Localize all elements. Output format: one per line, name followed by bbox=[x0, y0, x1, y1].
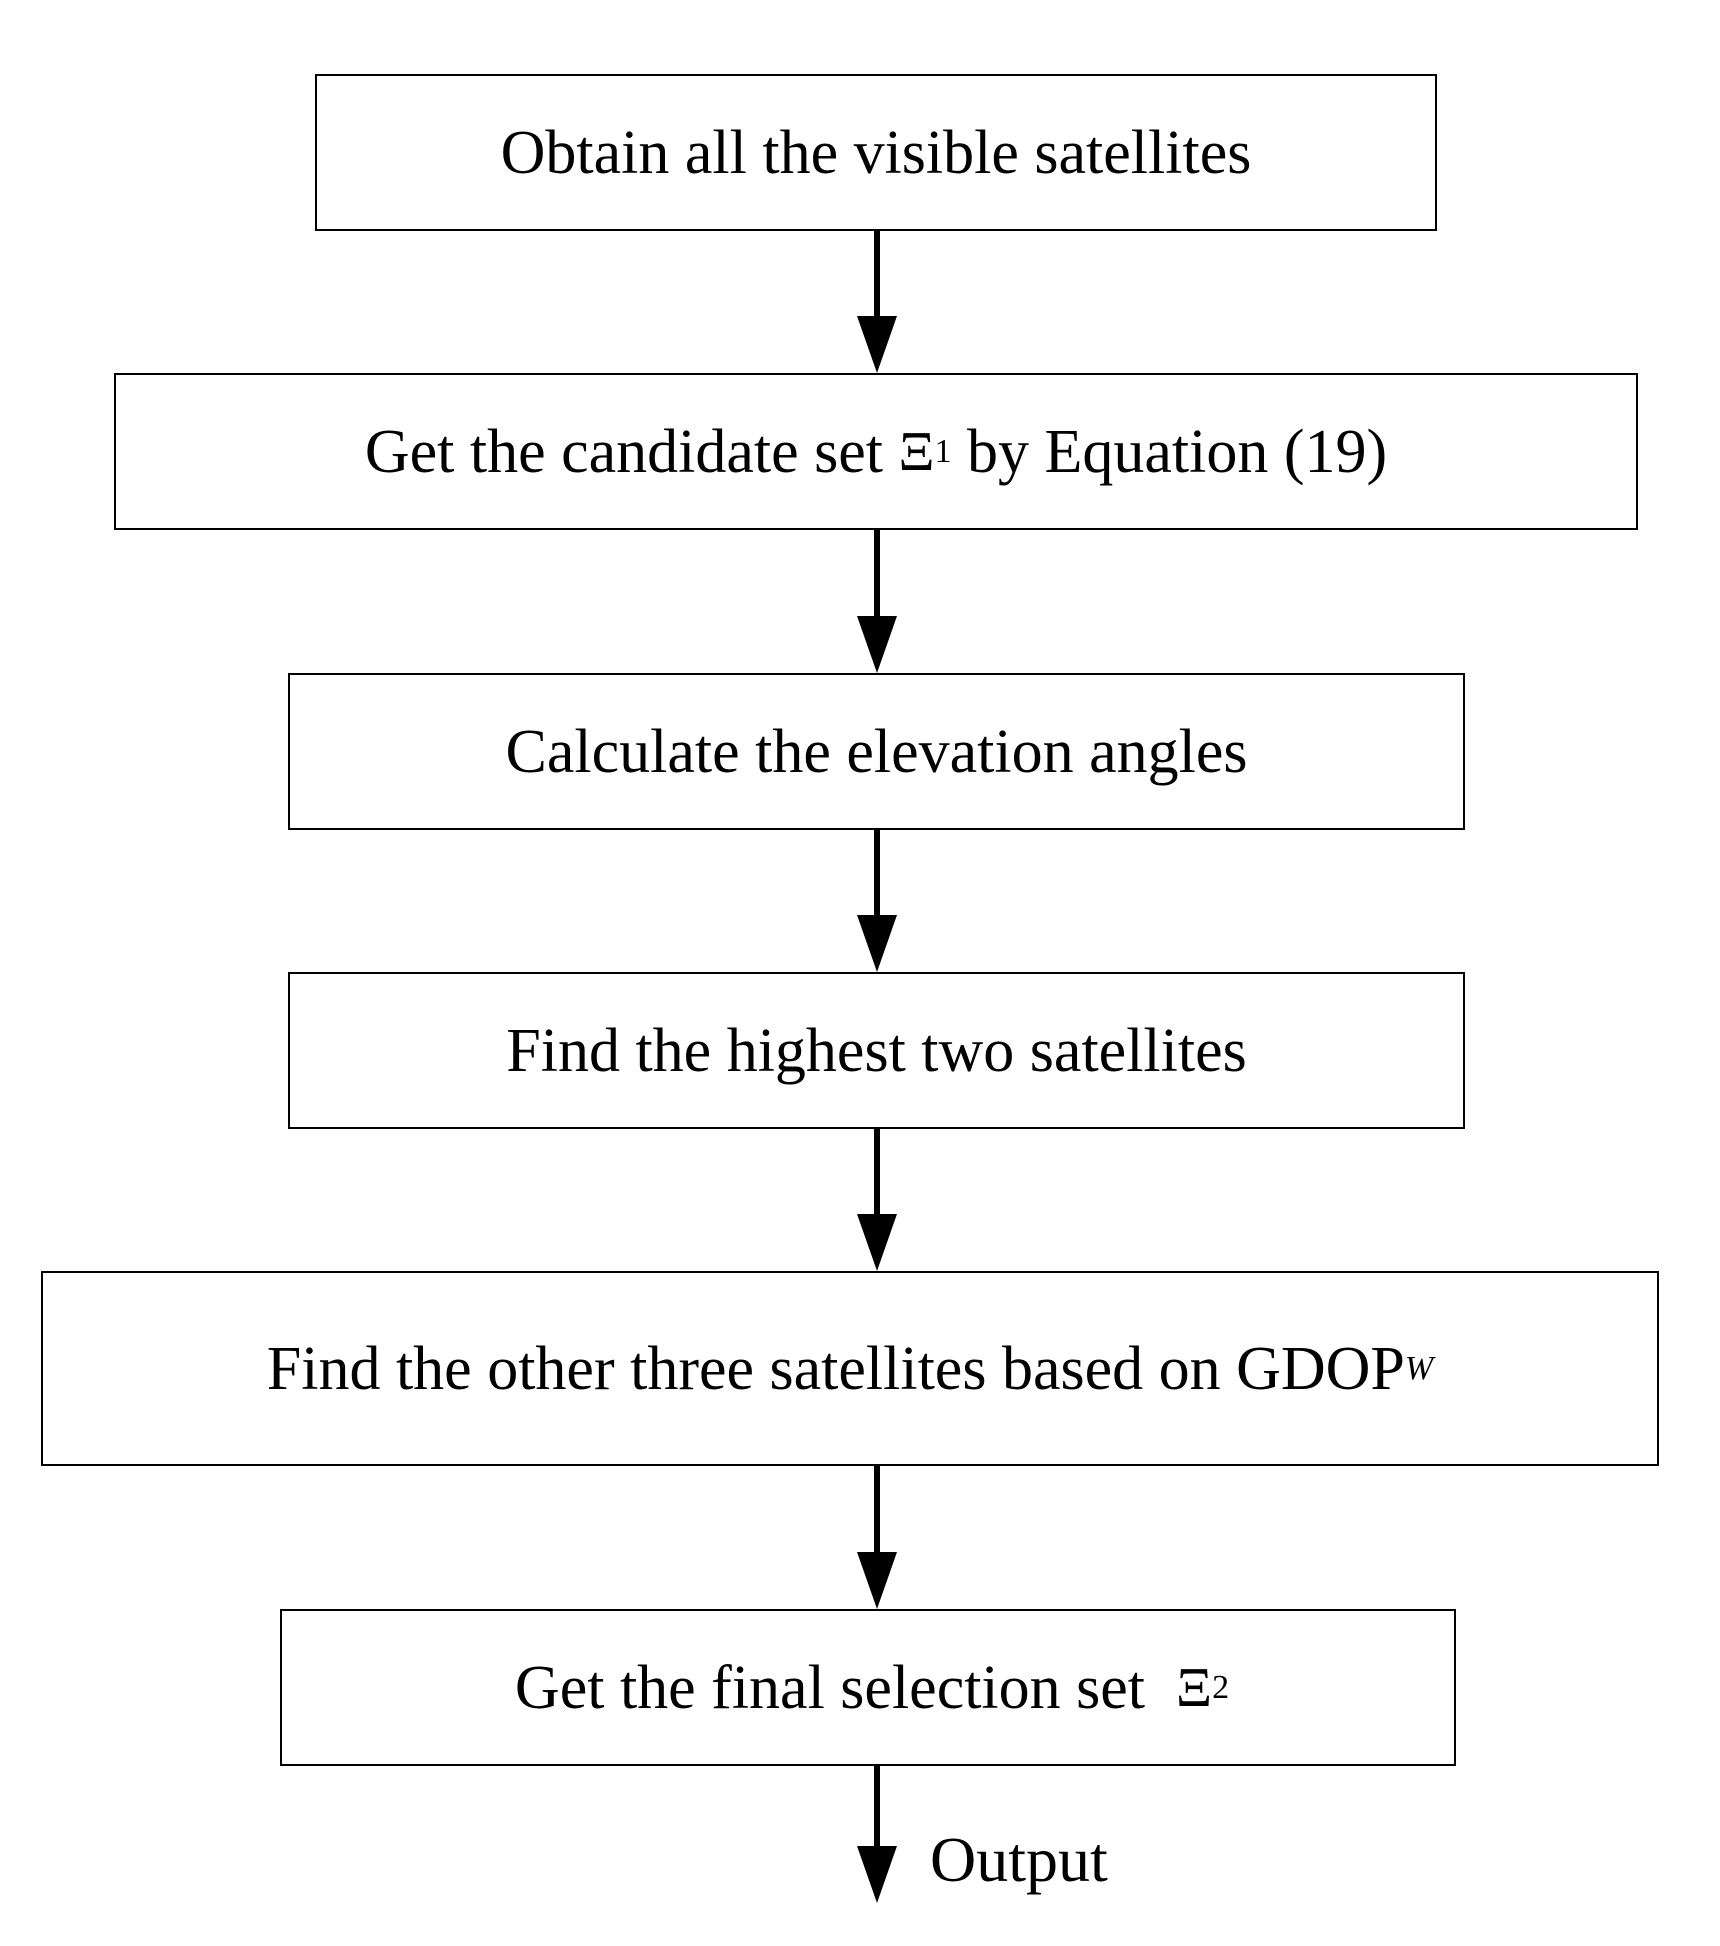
arrow-5-head bbox=[857, 1552, 897, 1609]
step-5-text: Find the other three satellites based on… bbox=[266, 1334, 1405, 1403]
step-3-text: Calculate the elevation angles bbox=[505, 717, 1248, 786]
arrow-1-head bbox=[857, 316, 897, 373]
step-1-text: Obtain all the visible satellites bbox=[500, 118, 1252, 187]
step-find-highest-two: Find the highest two satellites bbox=[288, 972, 1465, 1129]
step-2-text-end: by Equation (19) bbox=[951, 417, 1388, 486]
step-6-symbol: Ξ bbox=[1176, 1656, 1213, 1719]
arrow-4-head bbox=[857, 1214, 897, 1271]
step-6-text: Get the final selection set bbox=[514, 1653, 1177, 1722]
step-5-subscript: W bbox=[1404, 1349, 1434, 1387]
arrow-6-head bbox=[857, 1846, 897, 1903]
step-obtain-visible-satellites: Obtain all the visible satellites bbox=[315, 74, 1437, 231]
output-label: Output bbox=[930, 1824, 1108, 1895]
step-2-symbol: Ξ bbox=[898, 420, 935, 483]
arrow-2-head bbox=[857, 616, 897, 673]
step-2-subscript: 1 bbox=[934, 432, 952, 470]
step-6-subscript: 2 bbox=[1212, 1668, 1230, 1706]
step-calculate-elevation-angles: Calculate the elevation angles bbox=[288, 673, 1465, 830]
arrow-3-head bbox=[857, 915, 897, 972]
step-find-other-three: Find the other three satellites based on… bbox=[41, 1271, 1659, 1466]
step-2-text: Get the candidate set bbox=[364, 417, 899, 486]
step-4-text: Find the highest two satellites bbox=[506, 1016, 1247, 1085]
